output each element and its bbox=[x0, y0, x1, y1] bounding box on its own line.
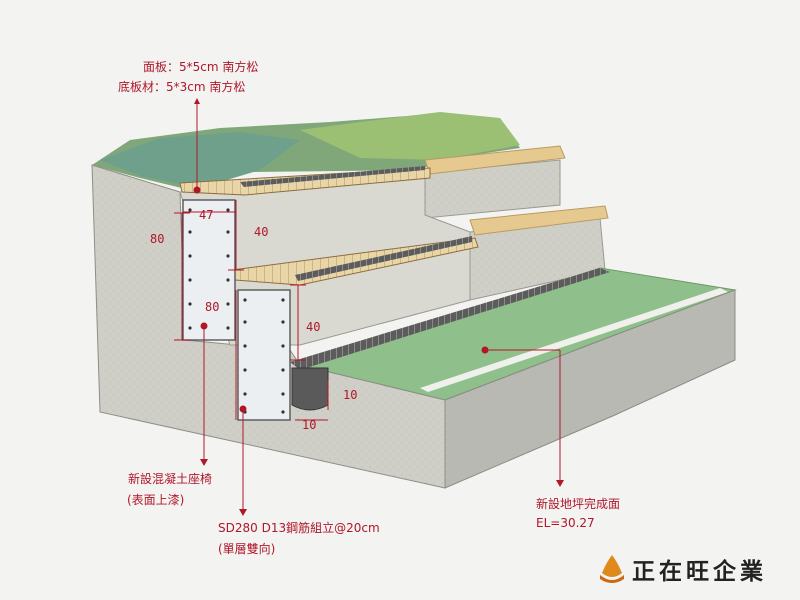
grass-area bbox=[92, 112, 520, 190]
top-wood-slat bbox=[179, 166, 431, 196]
rebar-sub-note: (單層雙向) bbox=[218, 542, 276, 556]
dim-40-lower: 40 bbox=[306, 320, 321, 334]
brand-name: 正在旺企業 bbox=[632, 559, 767, 585]
top-base-note: 底板材：5*3cm 南方松 bbox=[118, 80, 246, 94]
dim-10-horizontal: 10 bbox=[302, 418, 317, 432]
upper-step-block bbox=[424, 145, 566, 219]
dim-10-vertical: 10 bbox=[343, 388, 358, 402]
ground-slab bbox=[298, 267, 737, 489]
brand-block: 正在旺企業 bbox=[598, 552, 767, 586]
annotation-lines bbox=[174, 100, 561, 512]
top-panel-note: 面板：5*5cm 南方松 bbox=[143, 60, 259, 74]
dim-40-upper: 40 bbox=[254, 225, 269, 239]
bench-sub-note: (表面上漆) bbox=[127, 493, 185, 507]
drain-gutter bbox=[290, 268, 610, 411]
dim-80-upper: 80 bbox=[150, 232, 165, 246]
dim-80-lower: 80 bbox=[205, 300, 220, 314]
lotus-icon bbox=[600, 555, 624, 583]
ground-note: 新設地坪完成面 bbox=[536, 497, 621, 511]
rebar-note: SD280 D13鋼筋組立@20cm bbox=[218, 521, 380, 535]
dim-47: 47 bbox=[199, 208, 214, 222]
rebar-panel-upper bbox=[182, 199, 236, 341]
arrowheads bbox=[194, 98, 564, 516]
rebar-panel-lower bbox=[237, 289, 291, 421]
bench-note: 新設混凝土座椅 bbox=[128, 472, 213, 486]
ground-elevation-note: EL=30.27 bbox=[536, 516, 595, 530]
